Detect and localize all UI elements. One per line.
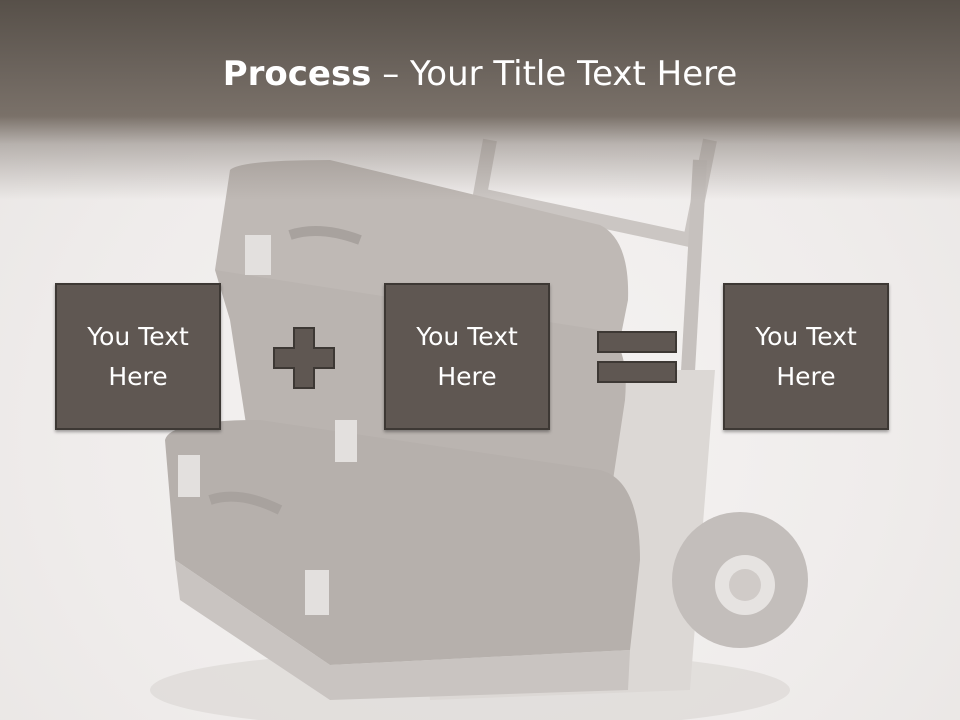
title-bold: Process: [222, 54, 372, 94]
slide-title[interactable]: Process – Your Title Text Here: [0, 52, 960, 96]
process-box-3[interactable]: You Text Here: [723, 283, 889, 430]
process-box-2-text: You Text Here: [416, 321, 518, 391]
process-box-2[interactable]: You Text Here: [384, 283, 550, 430]
equals-icon: [597, 331, 677, 383]
process-box-1[interactable]: You Text Here: [55, 283, 221, 430]
title-rest: – Your Title Text Here: [371, 54, 738, 94]
title-bar: [0, 0, 960, 200]
process-box-1-text: You Text Here: [87, 321, 189, 391]
process-box-3-text: You Text Here: [755, 321, 857, 391]
plus-icon: [273, 327, 335, 389]
